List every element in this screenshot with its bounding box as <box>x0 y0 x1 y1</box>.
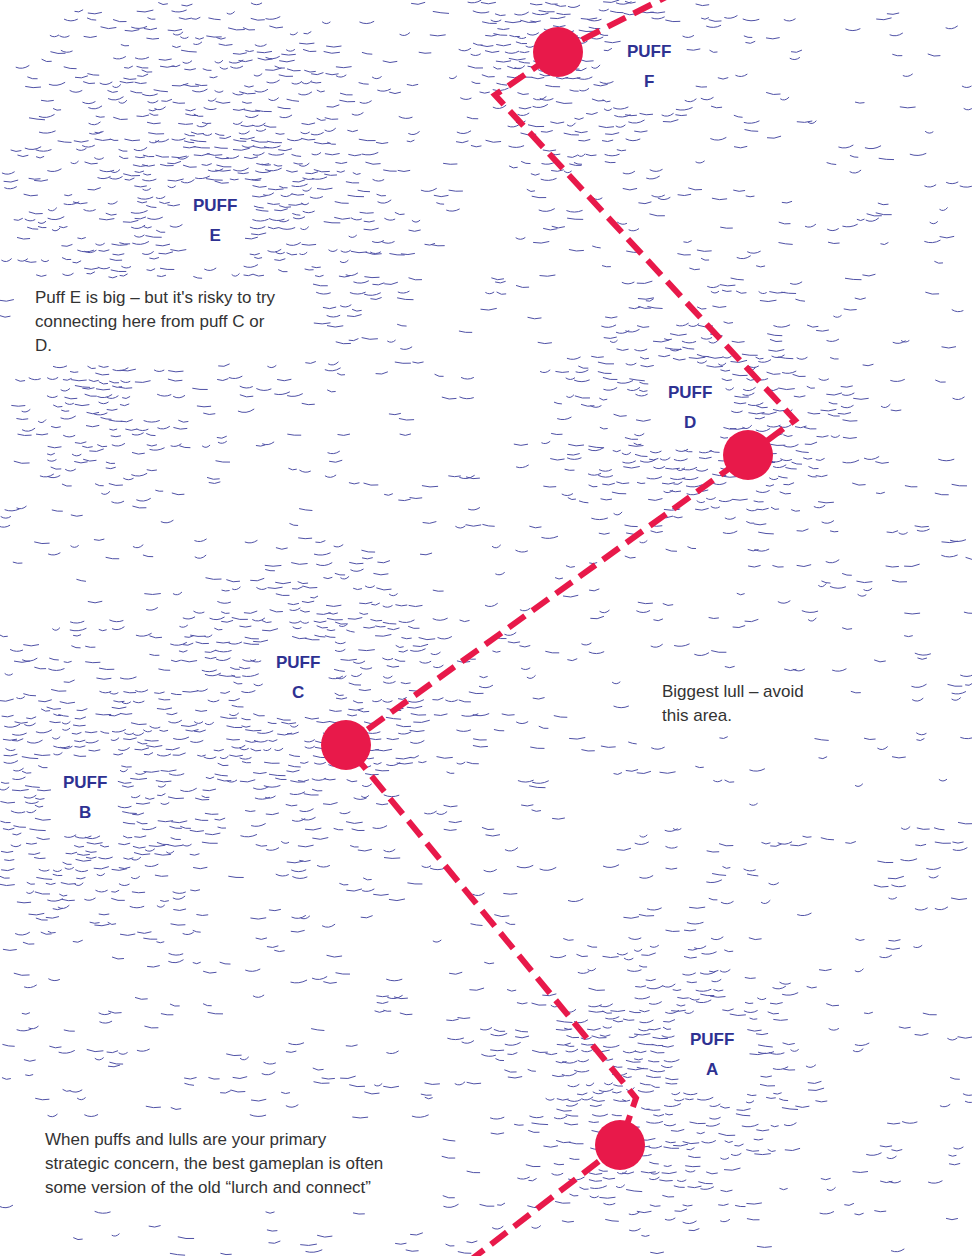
route-dot <box>595 1120 645 1170</box>
note-text: Puff E is big – but it's risky to try co… <box>35 286 285 358</box>
note-text: Biggest lull – avoid this area. <box>662 680 812 728</box>
dashed-route <box>346 0 795 1256</box>
puff-label: PUFF D <box>668 378 712 438</box>
puff-label: PUFF A <box>690 1025 734 1085</box>
route-dot <box>723 430 773 480</box>
puff-label: PUFF E <box>193 191 237 251</box>
puff-label: PUFF F <box>627 37 671 97</box>
puff-label: PUFF B <box>63 768 107 828</box>
route-dot <box>321 720 371 770</box>
puff-label: PUFF C <box>276 648 320 708</box>
route-dot <box>533 27 583 77</box>
note-text: When puffs and lulls are your primary st… <box>45 1128 390 1200</box>
